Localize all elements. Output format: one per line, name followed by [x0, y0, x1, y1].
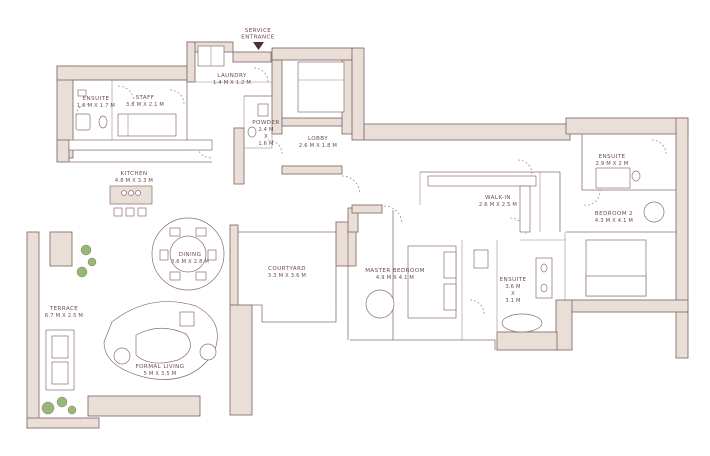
- walkin-dimensions: 2.6 M X 2.5 M: [479, 202, 517, 208]
- ensuite-2-label: ENSUITE: [599, 154, 626, 160]
- service-entrance-label: SERVICE: [245, 28, 271, 34]
- laundry-dimensions: 1.4 M X 1.2 M: [213, 80, 251, 86]
- plant-icon: [80, 244, 92, 256]
- staff-dimensions: 3.8 M X 2.1 M: [126, 102, 164, 108]
- courtyard-label: COURTYARD: [268, 266, 306, 272]
- walls: [26, 41, 689, 429]
- dining-label: DINING: [179, 252, 202, 258]
- staff-fixtures: [75, 45, 269, 138]
- ensuite-staff-label: ENSUITE: [83, 96, 110, 102]
- service-entrance-arrow-icon: [253, 42, 264, 50]
- master-ensuite-dimension-1: 3.6 M: [505, 284, 520, 290]
- powder-dimension-x: X: [264, 134, 268, 140]
- terrace-dimensions: 6.7 M X 2.5 M: [45, 313, 83, 319]
- kitchen-fixtures: [68, 139, 213, 217]
- master-bedroom-label: MASTER BEDROOM: [365, 268, 425, 274]
- room-labels: SERVICE ENTRANCE LAUNDRY 1.4 M X 1.2 M E…: [45, 28, 633, 377]
- powder-dimension-1: 2.4 M: [258, 127, 273, 133]
- lobby-dimensions: 2.6 M X 1.8 M: [299, 143, 337, 149]
- walkin-label: WALK-IN: [485, 195, 511, 201]
- ensuite-staff-dimensions: 1.6 M X 1.7 M: [77, 103, 115, 109]
- entrance-arrows: [253, 42, 345, 113]
- bedroom-2-label: BEDROOM 2: [595, 211, 633, 217]
- lobby-label: LOBBY: [308, 136, 328, 142]
- powder-label: POWDER: [252, 120, 279, 126]
- master-ensuite-label: ENSUITE: [500, 277, 527, 283]
- dining-dimensions: 3.6 M X 2.8 M: [171, 259, 209, 265]
- master-ensuite-fixtures: [473, 249, 553, 333]
- terrace-furniture: [41, 244, 97, 415]
- formal-living-label: FORMAL LIVING: [135, 364, 184, 370]
- courtyard-dimensions: 3.3 M X 3.6 M: [268, 273, 306, 279]
- master-bedroom-dimensions: 4.9 M X 4.1 M: [376, 275, 414, 281]
- bedroom2-furniture: [585, 167, 665, 297]
- master-ensuite-dimension-2: 3.1 M: [505, 298, 520, 304]
- service-entrance-label-2: ENTRANCE: [241, 35, 275, 41]
- terrace-label: TERRACE: [49, 306, 79, 312]
- plant-icon: [41, 401, 55, 415]
- bedroom-2-dimensions: 4.3 M X 4.1 M: [595, 218, 633, 224]
- kitchen-label: KITCHEN: [120, 171, 147, 177]
- kitchen-dimensions: 4.8 M X 3.3 M: [115, 178, 153, 184]
- laundry-label: LAUNDRY: [217, 73, 247, 79]
- ensuite-2-dimensions: 2.9 M X 2 M: [596, 161, 629, 167]
- dining-table: [151, 217, 225, 291]
- master-bedroom-furniture: [365, 175, 537, 319]
- living-furniture: [103, 301, 218, 380]
- master-ensuite-dimension-x: X: [511, 291, 515, 297]
- powder-dimension-2: 1.6 M: [258, 141, 273, 147]
- staff-label: STAFF: [136, 95, 155, 101]
- formal-living-dimensions: 5 M X 3.5 M: [144, 371, 177, 377]
